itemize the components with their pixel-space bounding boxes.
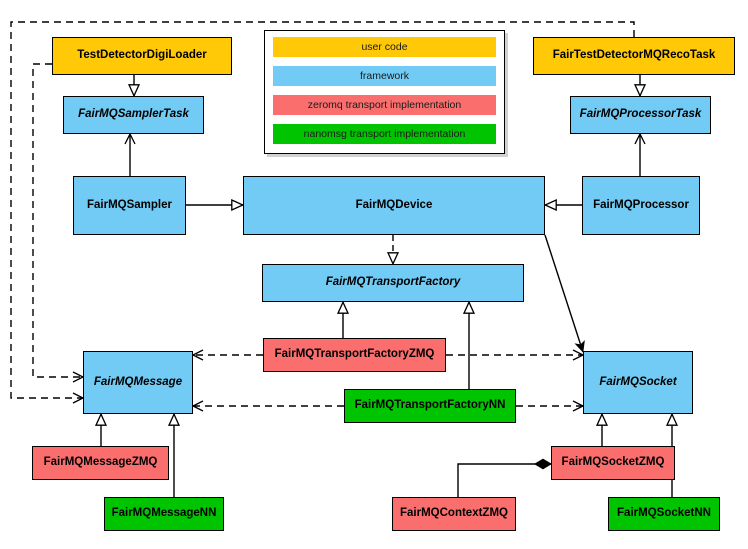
class-node-fairmqmessagezmq[interactable]: FairMQMessageZMQ (32, 446, 169, 480)
class-node-fairmqsocketzmq[interactable]: FairMQSocketZMQ (551, 446, 675, 480)
legend-item-framework: framework (273, 66, 496, 86)
class-node-fairmqmessage[interactable]: FairMQMessage (83, 351, 193, 414)
class-node-fairmqdevice[interactable]: FairMQDevice (243, 176, 545, 235)
class-node-fairmqprocessor[interactable]: FairMQProcessor (582, 176, 700, 235)
class-node-fairmqsocketnn[interactable]: FairMQSocketNN (608, 497, 720, 531)
class-node-fairmqsamplertask[interactable]: FairMQSamplerTask (63, 96, 204, 134)
class-node-fairmqcontextzmq[interactable]: FairMQContextZMQ (392, 497, 516, 531)
class-node-fairmqtransportfactory[interactable]: FairMQTransportFactory (262, 264, 524, 302)
class-node-fairtestdetectormqrecotask[interactable]: FairTestDetectorMQRecoTask (533, 37, 735, 75)
class-node-fairmqtransportfactoryzmq[interactable]: FairMQTransportFactoryZMQ (263, 338, 446, 372)
class-node-fairmqprocessortask[interactable]: FairMQProcessorTask (570, 96, 711, 134)
edge-socketzmq-contextzmq (457, 458, 552, 497)
class-node-fairmqsampler[interactable]: FairMQSampler (73, 176, 186, 235)
class-node-fairmqsocket[interactable]: FairMQSocket (583, 351, 693, 414)
legend-item-nanomsg: nanomsg transport implementation (273, 124, 496, 144)
class-node-fairmqmessagenn[interactable]: FairMQMessageNN (104, 497, 224, 531)
legend-item-zeromq: zeromq transport implementation (273, 95, 496, 115)
class-node-testdetectordigiloader[interactable]: TestDetectorDigiLoader (52, 37, 232, 75)
edge-device-socket (544, 234, 585, 353)
class-node-fairmqtransportfactorynn[interactable]: FairMQTransportFactoryNN (344, 389, 516, 423)
legend-item-user-code: user code (273, 37, 496, 57)
